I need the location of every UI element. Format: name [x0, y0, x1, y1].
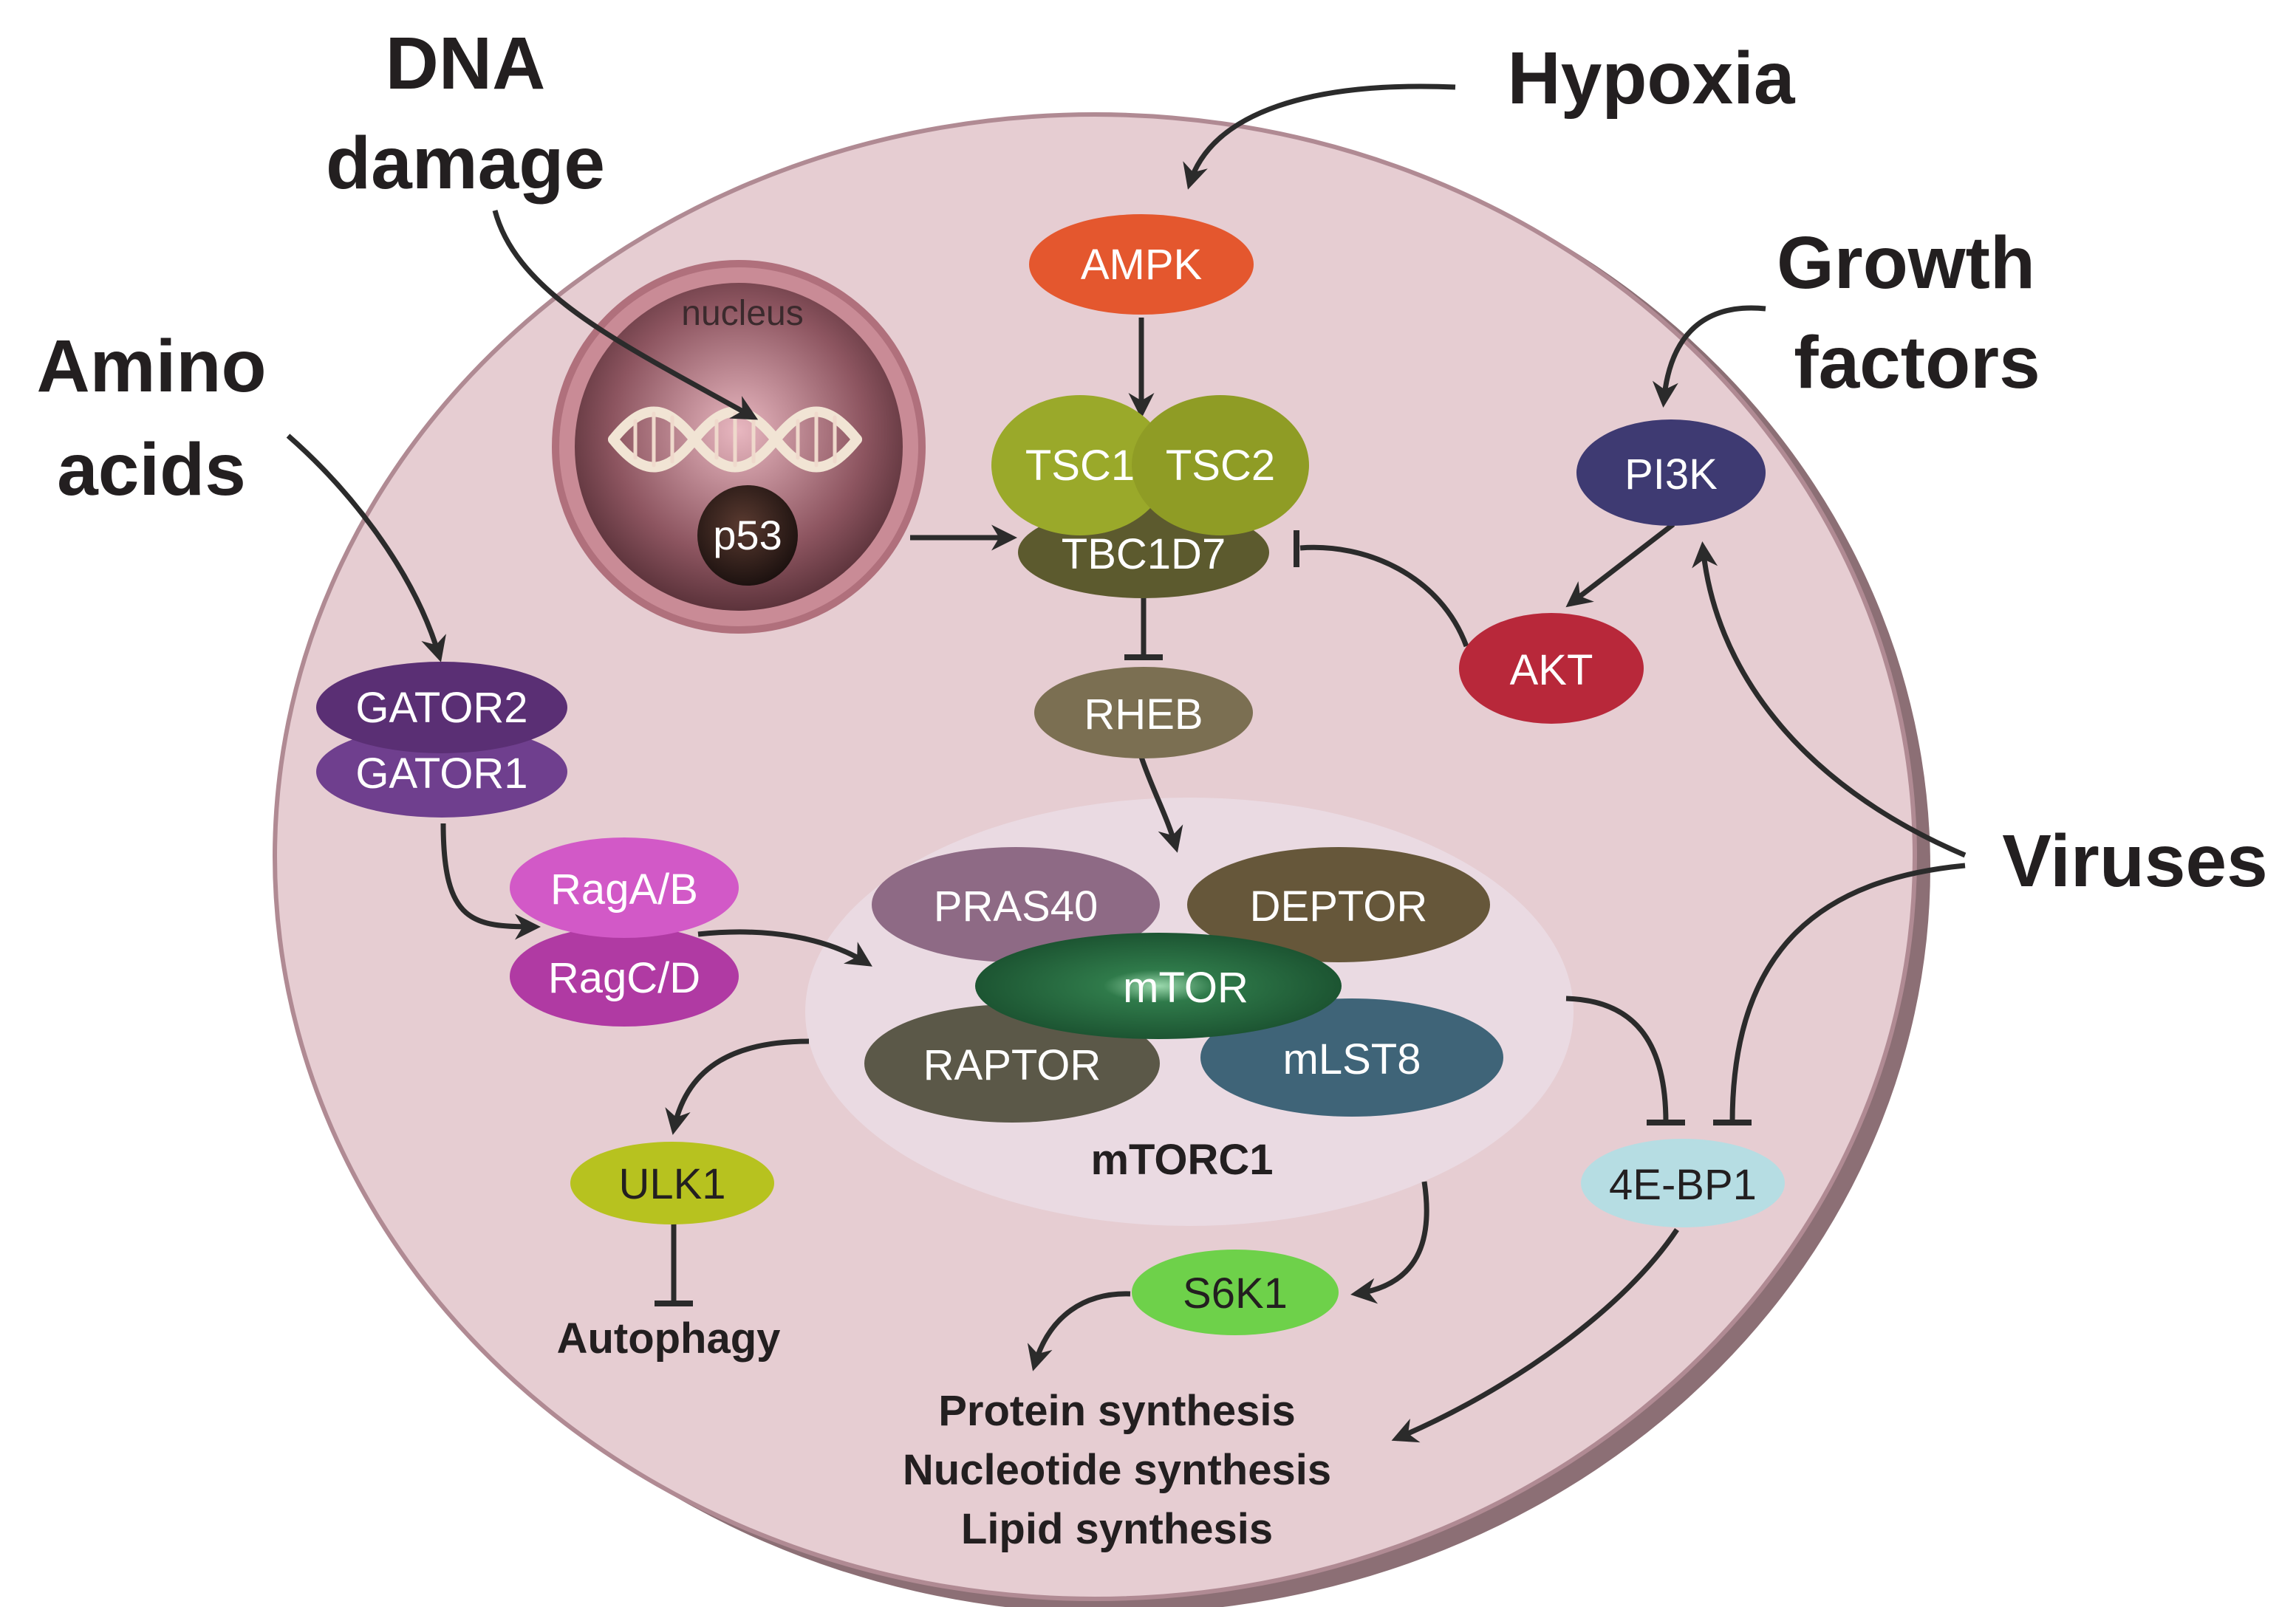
stimulus-hypoxia: Hypoxia — [1507, 37, 1795, 120]
rheb-node — [1034, 667, 1253, 758]
rheb-label: RHEB — [1084, 691, 1203, 739]
stimulus-dna-damage-line2: damage — [326, 122, 605, 205]
ulk1-node — [570, 1142, 774, 1224]
edge-gator-to-rag — [440, 823, 541, 940]
nucleus: nucleus p53 — [552, 260, 926, 634]
raga-b-label: RagA/B — [550, 866, 698, 914]
output-protein-synthesis: Protein synthesis — [938, 1387, 1295, 1435]
edge-4ebp1-to-synthesis — [1391, 1228, 1679, 1443]
mtor-node — [975, 933, 1342, 1039]
deptor-label: DEPTOR — [1250, 883, 1428, 931]
tsc1-label: TSC1 — [1025, 442, 1135, 490]
4ebp1-node — [1581, 1139, 1785, 1227]
edge-mtorc1-to-ulk1 — [665, 1038, 810, 1135]
pras40-label: PRAS40 — [934, 883, 1098, 931]
ragc-d-label: RagC/D — [548, 954, 700, 1002]
edge-viruses-inhibit-4ebp1 — [1729, 863, 1966, 1123]
p53-label: p53 — [713, 512, 782, 558]
pi3k-node — [1576, 419, 1766, 526]
s6k1-label: S6K1 — [1183, 1270, 1288, 1318]
raptor-label: RAPTOR — [923, 1041, 1101, 1089]
stimulus-amino-acids-line1: Amino — [36, 325, 266, 408]
deptor-node — [1187, 847, 1490, 962]
gator2-node — [316, 662, 567, 753]
stimulus-dna-damage-line1: DNA — [386, 22, 546, 105]
edge-viruses-to-pi3k — [1692, 541, 1967, 858]
tsc1-node — [991, 395, 1169, 535]
stimulus-amino-acids-line2: acids — [57, 428, 246, 511]
p53-node — [697, 485, 798, 586]
edge-dna-damage-to-nucleus — [492, 210, 759, 420]
mlst8-label: mLST8 — [1283, 1035, 1421, 1083]
output-nucleotide-synthesis: Nucleotide synthesis — [903, 1446, 1331, 1494]
pi3k-label: PI3K — [1624, 450, 1718, 498]
mtor-label: mTOR — [1123, 964, 1248, 1012]
edge-mtorc1-inhibits-4ebp1 — [1565, 996, 1669, 1123]
s6k1-node — [1132, 1250, 1339, 1335]
ragc-d-node — [510, 926, 739, 1027]
output-lipid-synthesis: Lipid synthesis — [961, 1505, 1273, 1553]
akt-label: AKT — [1510, 646, 1593, 694]
tsc2-node — [1132, 395, 1309, 535]
edge-mtorc1-to-s6k1 — [1350, 1181, 1429, 1304]
edge-rheb-to-mtorc1 — [1138, 755, 1183, 853]
gator2-label: GATOR2 — [355, 684, 527, 732]
stimulus-growth-factors-line2: factors — [1794, 321, 2040, 404]
ampk-label: AMPK — [1081, 241, 1203, 289]
stimulus-growth-factors-line1: Growth — [1777, 222, 2035, 304]
gator1-node — [316, 726, 567, 818]
edge-hypoxia-to-ampk — [1183, 83, 1456, 190]
edge-amino-acids-to-gator — [286, 434, 446, 662]
nucleus-label: nucleus — [681, 294, 803, 333]
edge-pi3k-to-akt — [1565, 522, 1675, 608]
edge-growth-factors-to-pi3k — [1652, 305, 1766, 408]
tbc1d7-label: TBC1D7 — [1062, 530, 1226, 578]
stimulus-viruses: Viruses — [2002, 820, 2268, 902]
ulk1-label: ULK1 — [618, 1160, 725, 1208]
edge-rag-to-mtorc1 — [697, 929, 872, 967]
raga-b-node — [510, 837, 739, 938]
akt-node — [1459, 613, 1644, 724]
output-autophagy: Autophagy — [557, 1315, 781, 1363]
edge-s6k1-to-synthesis — [1027, 1291, 1131, 1371]
4ebp1-label: 4E-BP1 — [1609, 1161, 1757, 1209]
mlst8-node — [1200, 998, 1503, 1117]
tsc2-label: TSC2 — [1166, 442, 1275, 490]
ampk-node — [1029, 214, 1254, 315]
gator1-label: GATOR1 — [355, 750, 527, 798]
mtorc1-label: mTORC1 — [1090, 1136, 1273, 1184]
edge-akt-inhibits-tsc-complex — [1299, 544, 1469, 648]
pras40-node — [872, 847, 1160, 962]
